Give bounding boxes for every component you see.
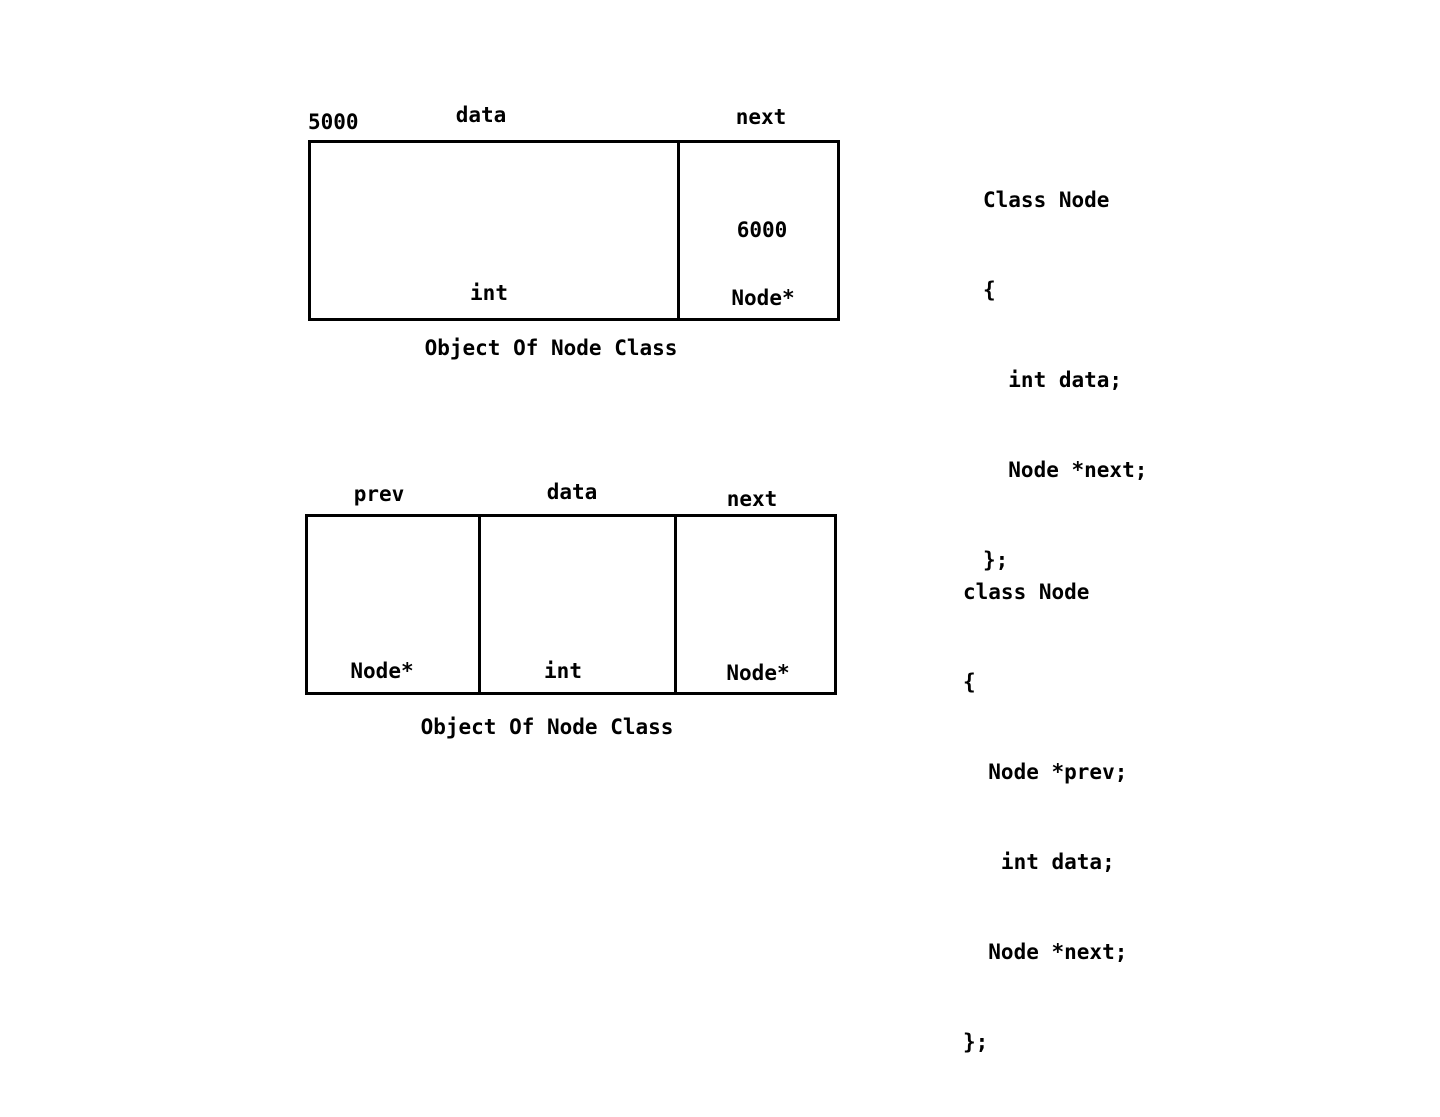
data-cell xyxy=(308,140,680,321)
singly-class-code: Class Node { int data; Node *next; }; xyxy=(983,125,1147,635)
prev-type-label: Node* xyxy=(350,659,414,683)
code-line: }; xyxy=(963,1030,989,1054)
data-type-label: int xyxy=(470,281,508,305)
data-field-label: data xyxy=(546,480,598,504)
data-field-label: data xyxy=(455,103,507,127)
code-line: Node *next; xyxy=(983,458,1148,482)
next-type-label: Node* xyxy=(731,286,795,310)
data-cell xyxy=(478,514,678,695)
code-line: { xyxy=(983,278,996,302)
singly-caption: Object Of Node Class xyxy=(424,336,678,360)
next-type-label: Node* xyxy=(726,661,790,685)
code-line: { xyxy=(963,670,976,694)
code-line: Class Node xyxy=(983,188,1110,212)
code-line: class Node xyxy=(963,580,1090,604)
prev-cell xyxy=(305,514,482,695)
code-line: int data; xyxy=(963,850,1115,874)
prev-field-label: prev xyxy=(353,482,405,506)
next-field-label: next xyxy=(726,487,778,511)
next-field-label: next xyxy=(735,105,787,129)
next-cell xyxy=(674,514,837,695)
code-line: Node *next; xyxy=(963,940,1128,964)
code-line: }; xyxy=(983,548,1009,572)
doubly-class-code: class Node { Node *prev; int data; Node … xyxy=(963,517,1127,1117)
next-cell xyxy=(677,140,840,321)
data-type-label: int xyxy=(544,659,582,683)
next-pointer-value: 6000 xyxy=(736,218,788,242)
doubly-caption: Object Of Node Class xyxy=(420,715,674,739)
code-line: int data; xyxy=(983,368,1123,392)
node-address-label: 5000 xyxy=(308,110,359,134)
code-line: Node *prev; xyxy=(963,760,1128,784)
